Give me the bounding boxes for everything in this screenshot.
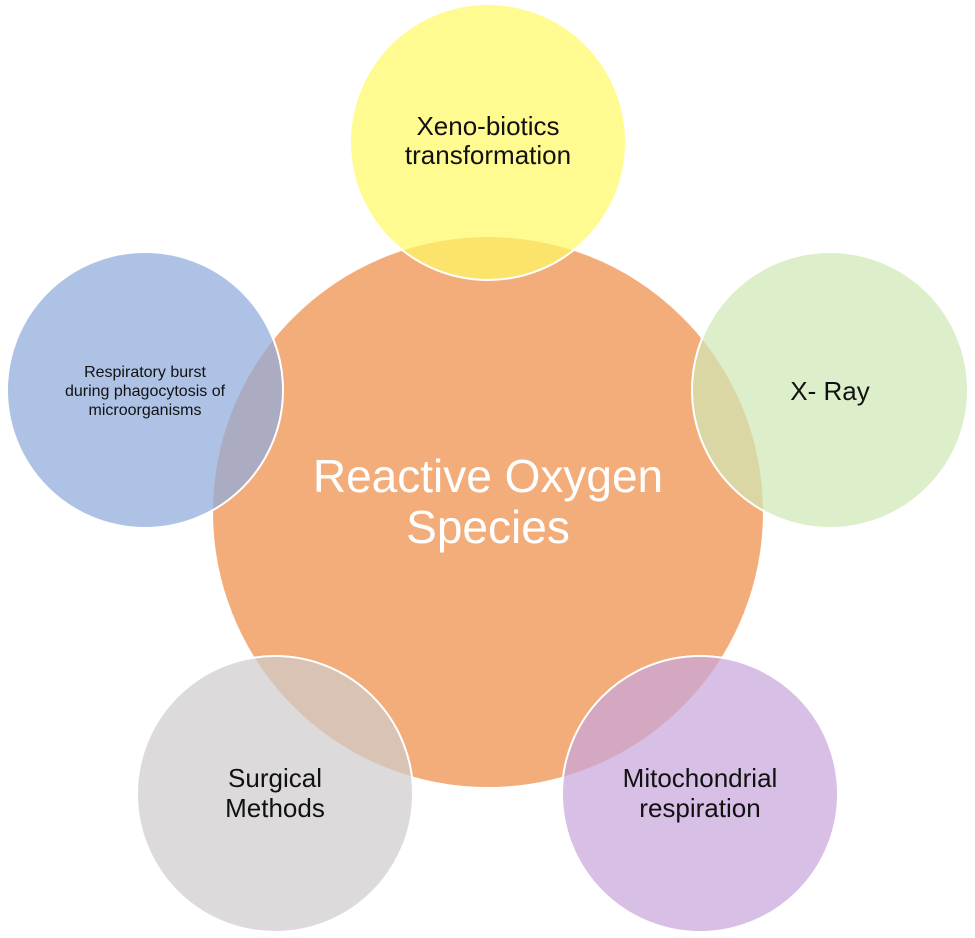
respiratory-label-line2: during phagocytosis of [65, 383, 226, 400]
surgical-label-line1: Surgical [228, 763, 322, 793]
mitochondrial-label-line1: Mitochondrial [623, 763, 778, 793]
surgical-circle [136, 655, 414, 933]
mitochondrial-circle [561, 655, 839, 933]
xenobiotics-circle [349, 3, 627, 281]
surgical-label-line2: Methods [225, 793, 325, 823]
center-node: Reactive Oxygen Species [211, 235, 765, 789]
respiratory-label-line3: microorganisms [89, 402, 202, 419]
center-label-line2: Species [406, 501, 570, 553]
node-xray: X- Ray [691, 251, 969, 529]
node-xenobiotics: Xeno-biotics transformation [349, 3, 627, 281]
xray-label: X- Ray [790, 376, 869, 406]
respiratory-label-line1: Respiratory burst [84, 364, 206, 381]
center-label-line1: Reactive Oxygen [313, 450, 663, 502]
mitochondrial-label-line2: respiration [639, 793, 760, 823]
xray-circle [691, 251, 969, 529]
respiratory-circle [6, 251, 284, 529]
xenobiotics-label-line1: Xeno-biotics [416, 111, 559, 141]
node-surgical: Surgical Methods [136, 655, 414, 933]
xenobiotics-label-line2: transformation [405, 140, 571, 170]
node-respiratory: Respiratory burst during phagocytosis of… [6, 251, 284, 529]
node-mitochondrial: Mitochondrial respiration [561, 655, 839, 933]
